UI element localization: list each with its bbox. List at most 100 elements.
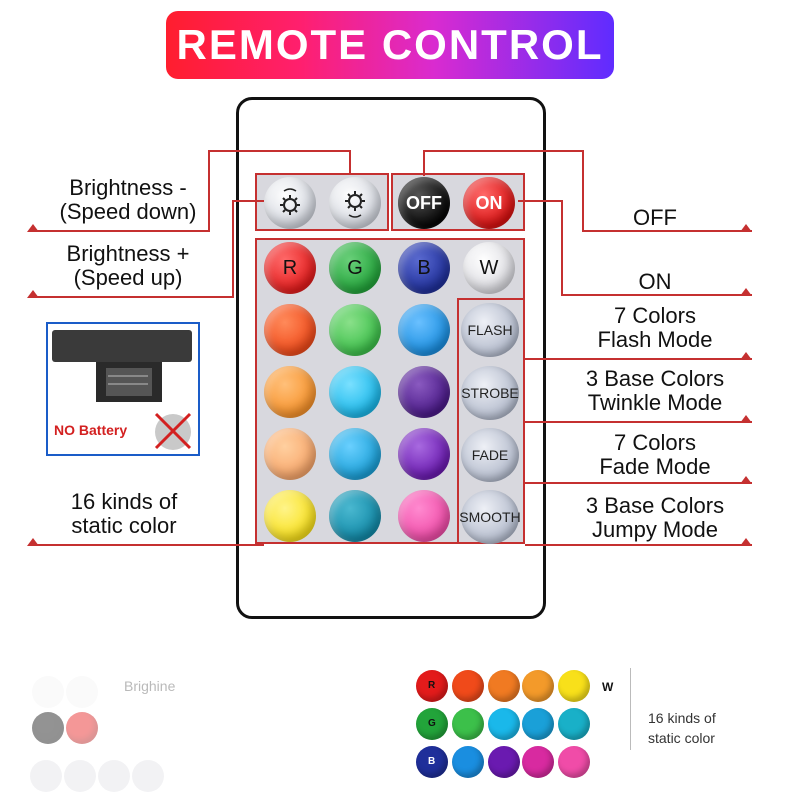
blue-label: B	[417, 256, 431, 279]
color-button[interactable]	[329, 366, 381, 418]
brightness-plus-label: Brightness + (Speed up)	[40, 242, 216, 290]
smooth-label: SMOOTH	[459, 509, 521, 525]
flash-button[interactable]: FLASH	[461, 303, 519, 357]
preview-color	[522, 746, 554, 778]
preview-color	[558, 670, 590, 702]
leader-line	[232, 200, 234, 298]
color-button-green[interactable]: G	[329, 242, 381, 294]
color-button-white[interactable]: W	[463, 242, 515, 294]
leader-line	[423, 150, 583, 152]
flash-label: FLASH	[467, 322, 513, 338]
green-label: G	[347, 256, 363, 279]
strobe-button[interactable]: STROBE	[461, 366, 519, 420]
sun-down-icon	[32, 676, 64, 708]
leader-line	[582, 230, 752, 232]
preview-color	[522, 708, 554, 740]
leader-line	[561, 294, 752, 296]
static-line1: 16 kinds of	[70, 489, 178, 514]
leader-arrow	[740, 415, 752, 423]
brightness-plus-line2: (Speed up)	[73, 265, 183, 290]
leader-line	[561, 200, 563, 296]
sun-up-icon	[345, 191, 365, 218]
fade-mode-line2: Fade Mode	[599, 454, 711, 479]
fade-mode-line1: 7 Colors	[614, 430, 696, 455]
on-button[interactable]: ON	[463, 177, 515, 229]
leader-arrow	[27, 538, 39, 546]
fade-label: FADE	[471, 447, 509, 463]
preview-divider	[630, 668, 631, 750]
leader-line	[30, 296, 234, 298]
preview-mode	[64, 760, 96, 792]
preview-color: G	[416, 708, 448, 740]
no-battery-label: NO Battery	[54, 422, 128, 438]
color-button[interactable]	[264, 366, 316, 418]
no-battery-inset: NO Battery	[46, 322, 200, 456]
color-button[interactable]	[329, 304, 381, 356]
smooth-button[interactable]: SMOOTH	[459, 490, 521, 544]
preview-color	[488, 670, 520, 702]
preview-color: R	[416, 670, 448, 702]
leader-line	[30, 230, 210, 232]
preview-w-letter: W	[602, 680, 614, 694]
color-button-red[interactable]: R	[264, 242, 316, 294]
strobe-mode-line2: Twinkle Mode	[587, 390, 723, 415]
leader-arrow	[740, 224, 752, 232]
on-label: ON	[638, 269, 672, 294]
preview-off	[32, 712, 64, 744]
color-button[interactable]	[398, 428, 450, 480]
color-button[interactable]	[329, 490, 381, 542]
off-button-label: OFF	[406, 192, 442, 213]
preview-mode	[30, 760, 62, 792]
battery-slot-illustration	[52, 330, 192, 450]
fade-mode-label: 7 Colors Fade Mode	[570, 431, 740, 479]
preview-on	[66, 712, 98, 744]
static-line2: static color	[71, 513, 177, 538]
leader-arrow	[27, 224, 39, 232]
sun-up-icon	[66, 676, 98, 708]
sun-down-icon	[280, 188, 300, 215]
brightness-plus-line1: Brightness +	[66, 241, 190, 266]
page-title: REMOTE CONTROL	[176, 21, 604, 68]
off-button[interactable]: OFF	[398, 177, 450, 229]
color-button[interactable]	[398, 490, 450, 542]
leader-line	[208, 150, 210, 232]
color-button[interactable]	[398, 366, 450, 418]
preview-static-label: 16 kinds of static color	[648, 708, 716, 748]
leader-line	[423, 150, 425, 176]
preview-g-letter: G	[428, 718, 436, 729]
leader-line	[232, 200, 264, 202]
leader-arrow	[740, 288, 752, 296]
leader-arrow	[27, 290, 39, 298]
leader-line	[208, 150, 350, 152]
strobe-label: STROBE	[461, 385, 519, 401]
strobe-mode-line1: 3 Base Colors	[585, 366, 725, 391]
leader-arrow	[740, 538, 752, 546]
title-banner: REMOTE CONTROL	[166, 11, 614, 79]
smooth-mode-label: 3 Base Colors Jumpy Mode	[560, 494, 750, 542]
static-color-label: 16 kinds of static color	[40, 490, 208, 538]
color-button[interactable]	[264, 490, 316, 542]
preview-brightness-text: Brighine	[124, 678, 176, 694]
preview-color	[452, 708, 484, 740]
brightness-minus-line2: (Speed down)	[59, 199, 197, 224]
color-button-blue[interactable]: B	[398, 242, 450, 294]
fade-button[interactable]: FADE	[461, 428, 519, 482]
brightness-up-button[interactable]	[329, 177, 381, 229]
brightness-down-button[interactable]	[264, 177, 316, 229]
color-button[interactable]	[398, 304, 450, 356]
flash-mode-line1: 7 Colors	[614, 303, 696, 328]
preview-color	[488, 708, 520, 740]
leader-line	[525, 482, 752, 484]
off-label: OFF	[633, 205, 677, 230]
preview-color	[558, 746, 590, 778]
color-button[interactable]	[329, 428, 381, 480]
brightness-minus-label: Brightness - (Speed down)	[40, 176, 216, 224]
leader-line	[525, 358, 752, 360]
color-button[interactable]	[264, 428, 316, 480]
strobe-mode-label: 3 Base Colors Twinkle Mode	[560, 367, 750, 415]
preview-color: B	[416, 746, 448, 778]
red-label: R	[282, 256, 298, 279]
preview-static-line2: static color	[648, 730, 715, 746]
leader-arrow	[740, 352, 752, 360]
color-button[interactable]	[264, 304, 316, 356]
